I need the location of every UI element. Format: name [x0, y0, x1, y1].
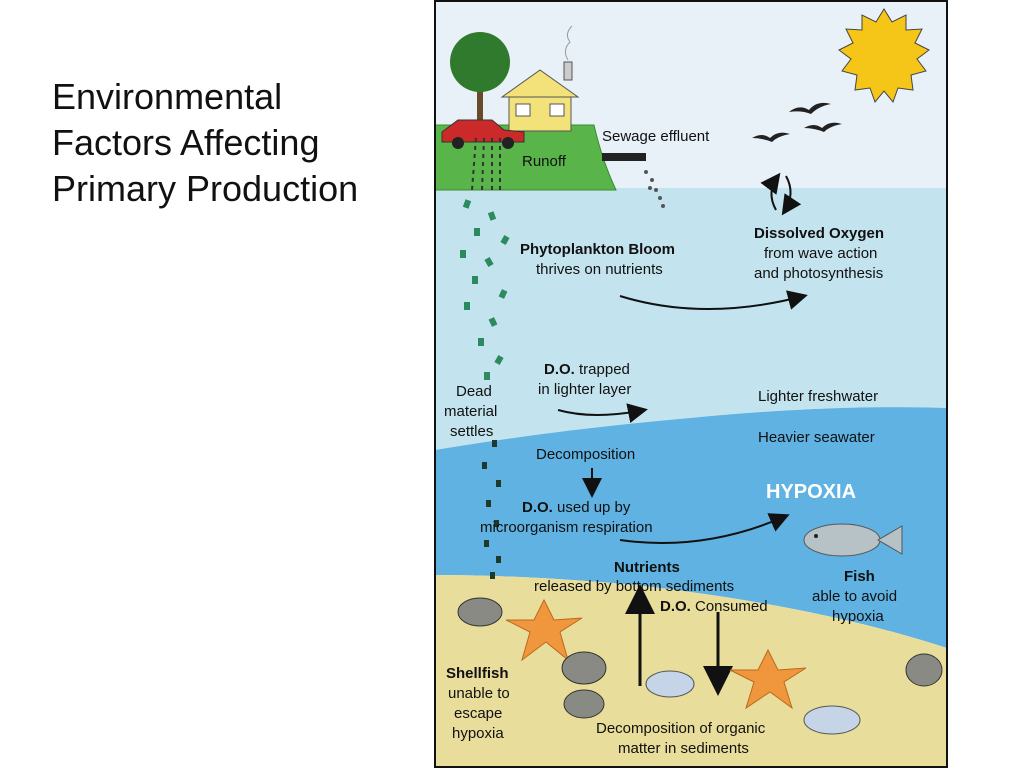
lower-water-layer [435, 407, 947, 648]
crab-icon [645, 670, 695, 698]
trapped-do-arrow [557, 403, 648, 423]
title-line-3: Primary Production [52, 168, 359, 209]
title-line-2: Factors Affecting [52, 122, 320, 163]
crab-icon-2 [803, 705, 861, 735]
oxygen-exchange-arrow-up [760, 172, 781, 211]
house-icon [500, 25, 580, 132]
label-bloom-line2: thrives on nutrients [536, 261, 663, 278]
label-sewage-effluent: Sewage effluent [602, 128, 710, 145]
diagram-frame [434, 0, 948, 768]
label-heavier-seawater: Heavier seawater [758, 429, 875, 446]
label-lighter-freshwater: Lighter freshwater [758, 388, 878, 405]
birds-icon [752, 102, 842, 142]
shellfish-icons [457, 597, 943, 719]
label-dead-3: settles [450, 423, 493, 440]
tree-icon [450, 32, 510, 125]
label-hypoxia: HYPOXIA [766, 481, 856, 503]
trapped-do-abbr: D.O. [544, 361, 575, 378]
label-dead-1: Dead [456, 383, 492, 400]
upper-water-layer [435, 188, 947, 450]
trapped-rest: trapped [575, 361, 630, 378]
car-icon [441, 119, 525, 149]
label-trapped: D.O. trapped [544, 361, 630, 378]
label-bloom-heading: Phytoplankton Bloom [520, 241, 675, 258]
label-do-heading: Dissolved Oxygen [754, 225, 884, 242]
label-organic-line2: matter in sediments [618, 740, 749, 757]
label-nutrients-heading: Nutrients [614, 559, 680, 576]
consumed-do-abbr: D.O. [660, 598, 691, 615]
bloom-to-oxygen-arrow [619, 290, 808, 310]
sun-icon [838, 8, 930, 104]
label-do-consumed: D.O. Consumed [660, 598, 768, 615]
respiration-to-hypoxia-arrow [619, 513, 790, 544]
label-decomposition: Decomposition [536, 446, 635, 463]
label-nutrients-line2: released by bottom sediments [534, 578, 734, 595]
usedup-rest: used up by [553, 499, 631, 516]
label-dead-2: material [444, 403, 497, 420]
label-shellfish-line3: escape [454, 705, 502, 722]
label-used-up: D.O. used up by [522, 499, 631, 516]
label-organic-line1: Decomposition of organic [596, 720, 766, 737]
starfish-icon [505, 598, 583, 662]
label-shellfish-heading: Shellfish [446, 665, 509, 682]
fish-icon [803, 523, 903, 557]
settling-particles [482, 440, 501, 579]
label-runoff: Runoff [522, 153, 567, 170]
label-trapped-line2: in lighter layer [538, 381, 631, 398]
slide-title: Environmental Factors Affecting Primary … [52, 74, 412, 212]
diagram-canvas: Sewage effluent Runoff Dissolved Oxygen … [434, 0, 948, 768]
runoff-streaks [471, 137, 501, 191]
label-fish-heading: Fish [844, 568, 875, 585]
sewage-drips [644, 170, 665, 208]
label-shellfish-line2: unable to [448, 685, 510, 702]
starfish-icon-2 [729, 648, 807, 710]
label-fish-line3: hypoxia [832, 608, 884, 625]
label-shellfish-line4: hypoxia [452, 725, 504, 742]
phytoplankton-particles [460, 199, 510, 380]
consumed-rest: Consumed [691, 598, 768, 615]
sewage-pipe [602, 153, 646, 161]
title-line-1: Environmental [52, 76, 283, 117]
label-do-line2: from wave action [764, 245, 877, 262]
hypoxia-diagram: Sewage effluent Runoff Dissolved Oxygen … [434, 0, 948, 768]
label-fish-line2: able to avoid [812, 588, 897, 605]
usedup-do-abbr: D.O. [522, 499, 553, 516]
label-used-up-line2: microorganism respiration [480, 519, 653, 536]
oxygen-exchange-arrow-down [781, 175, 802, 216]
label-do-line3: and photosynthesis [754, 265, 883, 282]
